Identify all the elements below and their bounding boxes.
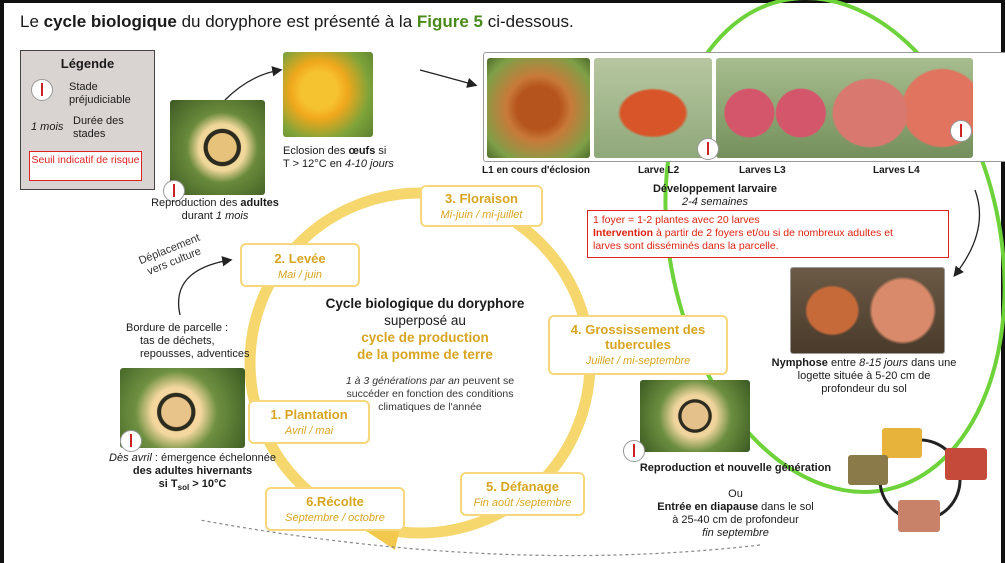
stade-icon-new-gen (623, 440, 645, 462)
arrow-deplacement (178, 256, 233, 316)
nymph-photo (790, 267, 945, 354)
legend-seuil: Seuil indicatif de risque (29, 151, 142, 181)
l1-larva-photo (487, 58, 590, 158)
mini-eggs-photo (882, 428, 922, 458)
legend-title: Légende (60, 56, 115, 71)
eggs-photo (283, 52, 373, 137)
arrow-return (199, 519, 761, 557)
green-highlight-ellipse (663, 0, 1005, 494)
arrow-eggs-to-larvae (419, 69, 478, 88)
arrow-adults-to-eggs (224, 66, 283, 101)
legend-box: Légende Stade préjudiciable 1 mois Durée… (20, 50, 155, 190)
page-heading: Le cycle biologique du doryphore est pré… (20, 12, 574, 31)
legend-duree: Durée des stades (73, 115, 124, 140)
l1-label: L1 en cours d'éclosion (482, 165, 590, 176)
stade-prejudiciable-icon (31, 79, 53, 101)
stade-icon-l4 (950, 120, 972, 142)
frame-left (0, 0, 4, 563)
adult-beetles-photo (170, 100, 265, 195)
l4-label: Larves L4 (873, 165, 920, 176)
mini-larvae-photo (945, 448, 987, 480)
l3-l4-larvae-photo (716, 58, 973, 158)
l2-larva-photo (594, 58, 712, 158)
stade-icon-adults (163, 180, 185, 202)
legend-mois: 1 mois (31, 121, 64, 133)
new-generation-photo (640, 380, 750, 452)
mini-nymph-photo (898, 500, 940, 532)
bordure-caption: Bordure de parcelle :tas de déchets,repo… (126, 322, 250, 360)
frame-top (0, 0, 1005, 3)
mini-adult-photo (848, 455, 888, 485)
l3-label: Larves L3 (739, 165, 786, 176)
arrow-larvae-to-nymph (953, 189, 981, 278)
l2-label: Larve L2 (638, 165, 680, 176)
hibernating-adults-photo (120, 368, 245, 448)
legend-stade: Stade préjudiciable (69, 81, 131, 106)
stade-icon-hibernating (120, 430, 142, 452)
stade-icon-l3 (697, 138, 719, 160)
